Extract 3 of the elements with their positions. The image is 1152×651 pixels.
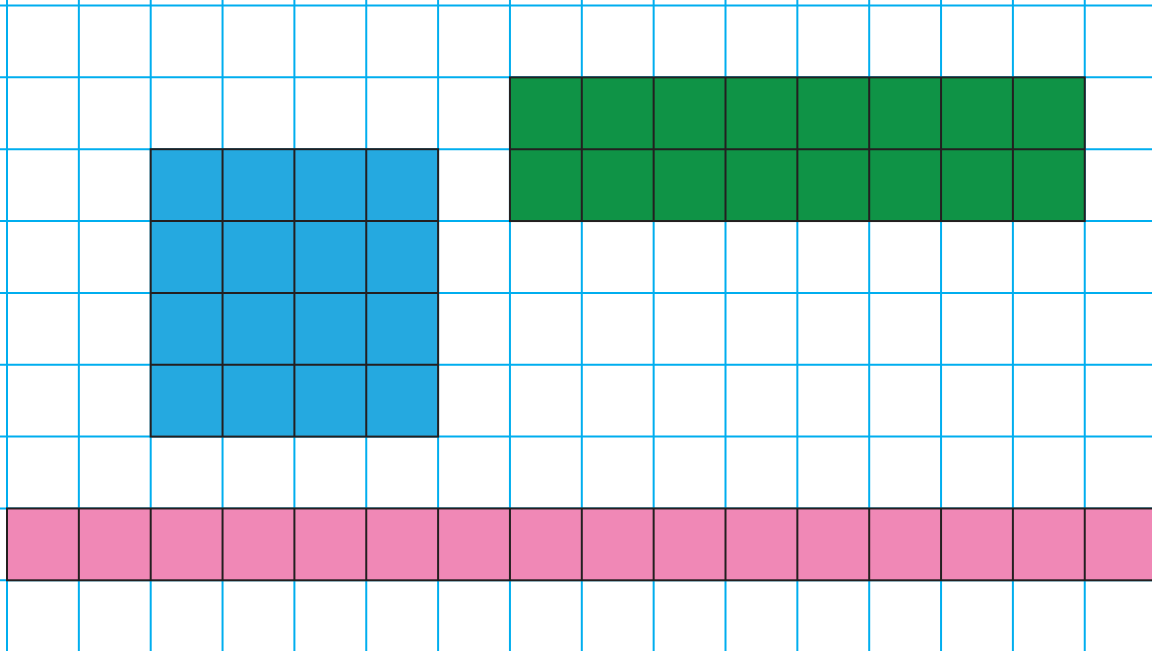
- rectangle-block: [508, 76, 1086, 223]
- strip-block: [6, 507, 1152, 582]
- square-block: [149, 148, 440, 438]
